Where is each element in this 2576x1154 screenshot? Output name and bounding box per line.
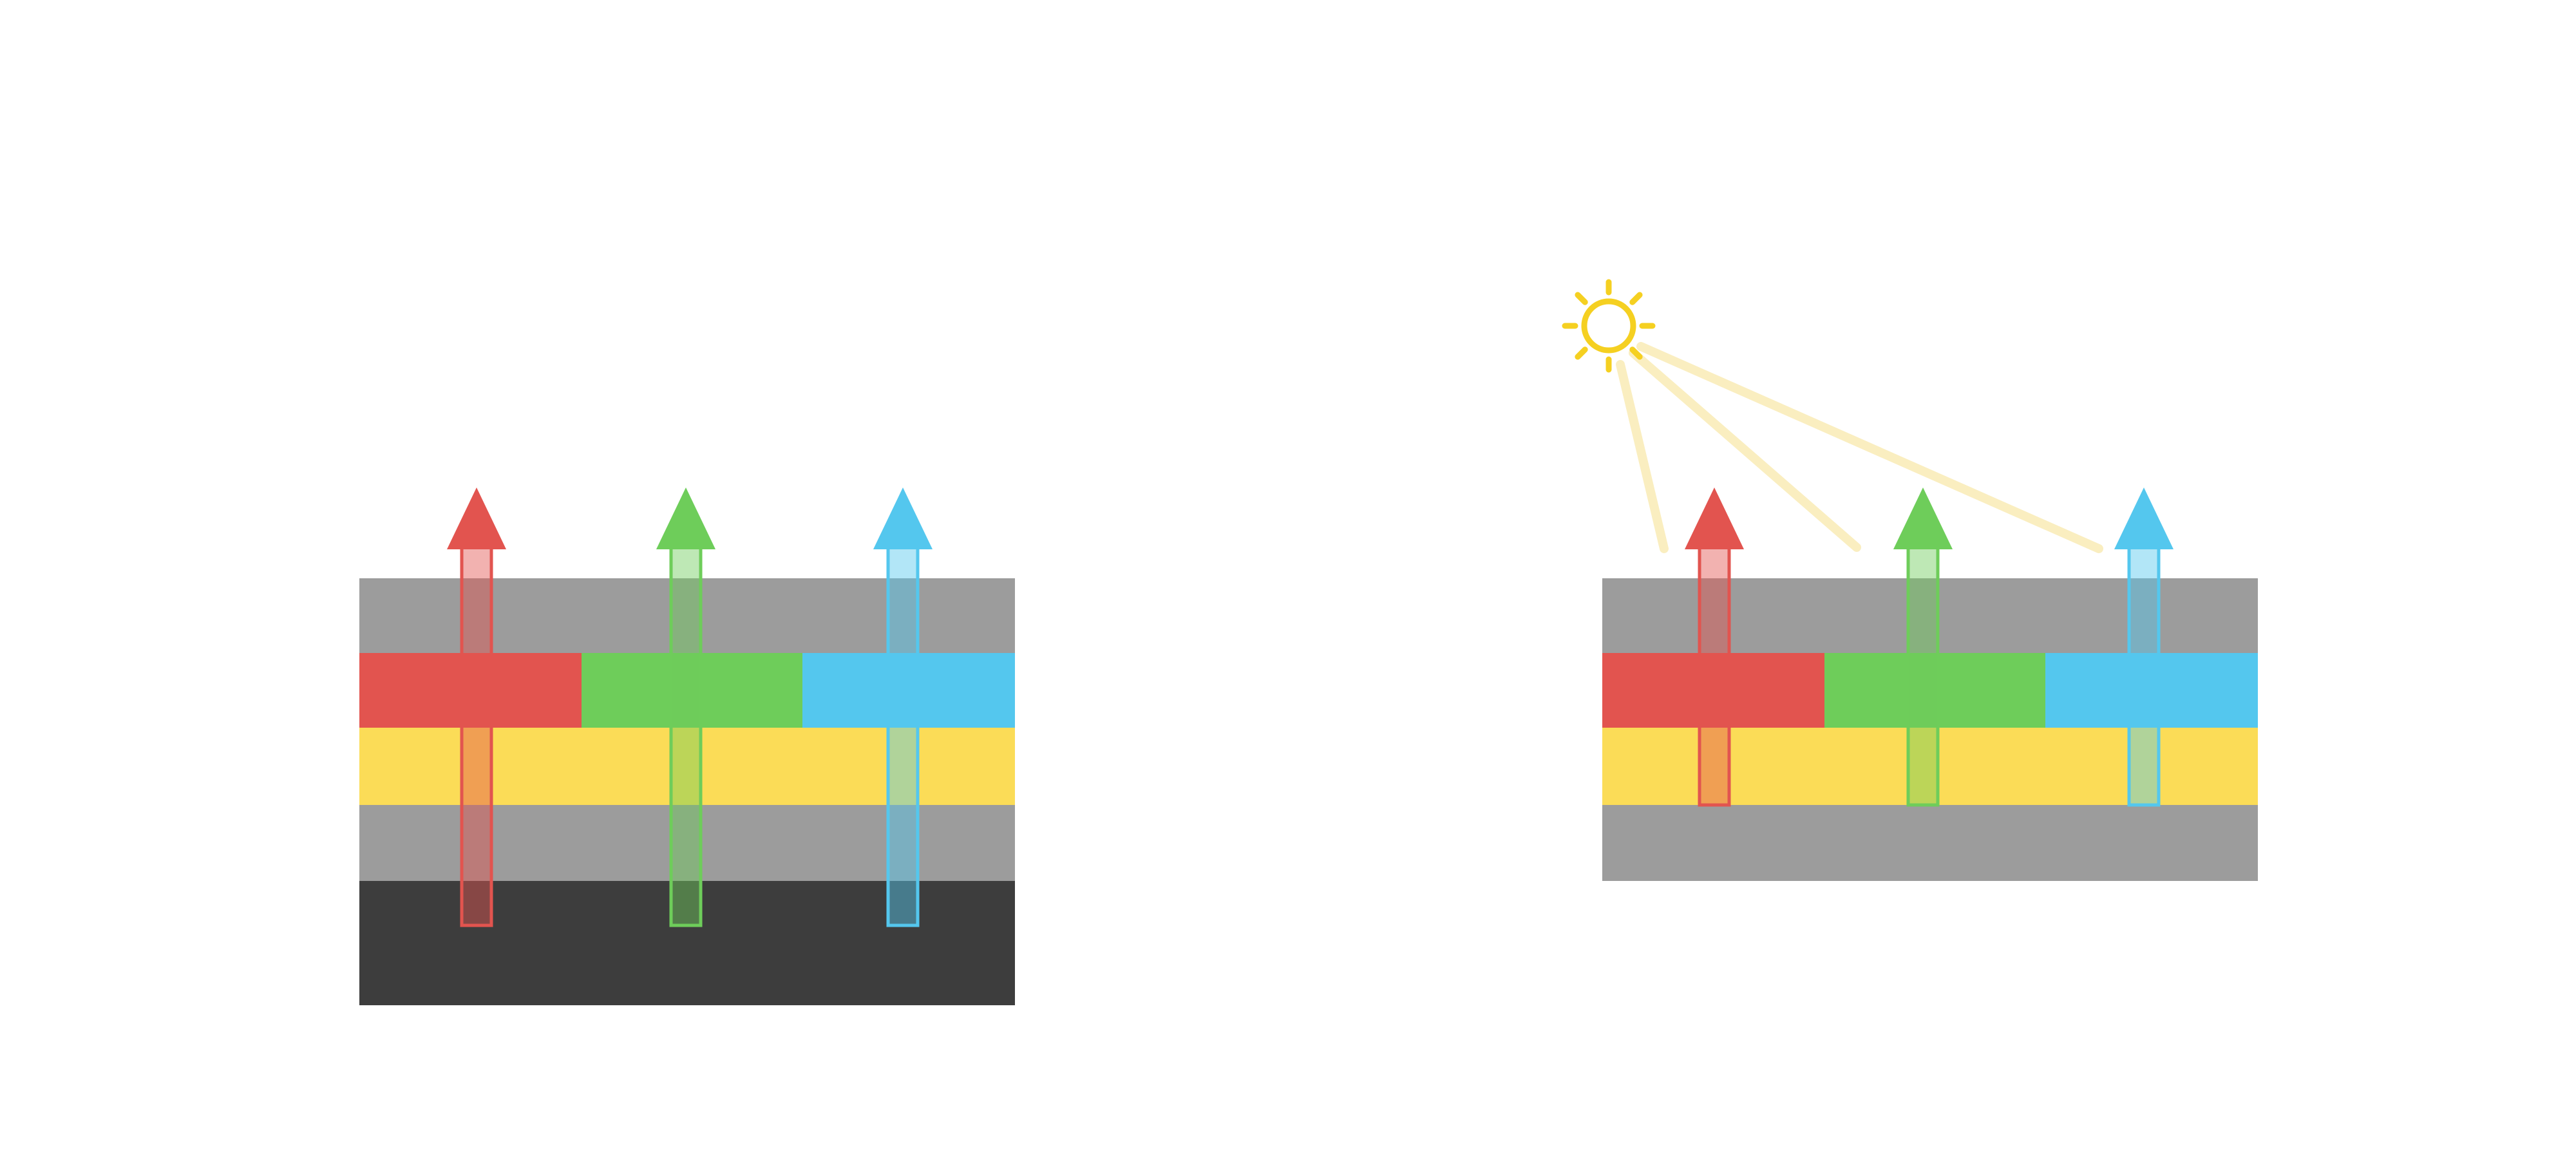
- sun-icon: [1581, 298, 1636, 354]
- green-subpixel: [1824, 653, 2045, 728]
- red-subpixel: [359, 653, 582, 728]
- red-subpixel: [1602, 653, 1824, 728]
- blue-light-arrow-head: [2114, 487, 2174, 549]
- sun-ray-6: [1575, 292, 1588, 305]
- green-light-arrow-head: [1893, 487, 1953, 549]
- backlight-layer: [359, 881, 1015, 1005]
- sunlit-display-panel: [1562, 279, 2258, 881]
- green-light-arrow-shaft: [669, 545, 703, 927]
- red-light-arrow-shaft: [1698, 545, 1731, 807]
- top-glass-layer: [1602, 578, 2258, 653]
- liquid-crystal-layer: [1602, 728, 2258, 805]
- blue-light-arrow-shaft: [2127, 545, 2161, 807]
- bottom-glass-layer: [359, 805, 1015, 881]
- sun-beam-2: [1629, 348, 1861, 552]
- green-subpixel: [582, 653, 802, 728]
- liquid-crystal-layer: [359, 728, 1015, 805]
- blue-subpixel: [802, 653, 1015, 728]
- top-glass-layer: [359, 578, 1015, 653]
- red-light-arrow-shaft: [460, 545, 493, 927]
- sun-beam-3: [1636, 342, 2103, 553]
- sun-beam-1: [1616, 360, 1669, 553]
- red-light-arrow-head: [447, 487, 506, 549]
- blue-subpixel: [2045, 653, 2258, 728]
- red-light-arrow-head: [1685, 487, 1744, 549]
- blue-light-arrow-shaft: [886, 545, 920, 927]
- bottom-glass-layer: [1602, 805, 2258, 881]
- green-light-arrow-shaft: [1906, 545, 1940, 807]
- green-light-arrow-head: [656, 487, 715, 549]
- sun-ray-2: [1629, 346, 1643, 360]
- sun-ray-8: [1629, 292, 1643, 305]
- sun-ray-4: [1575, 346, 1588, 360]
- blue-light-arrow-head: [873, 487, 933, 549]
- backlit-display-panel: [359, 487, 1015, 1005]
